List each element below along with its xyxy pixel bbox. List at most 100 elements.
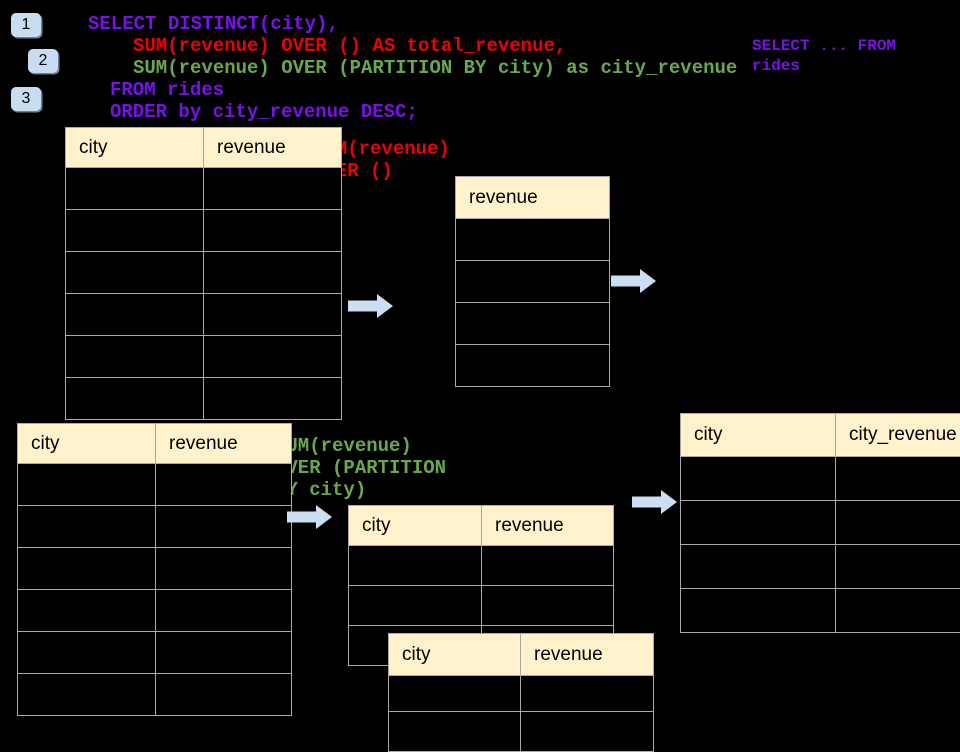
table-row bbox=[456, 345, 610, 387]
empty-cell bbox=[836, 589, 960, 633]
empty-cell bbox=[836, 501, 960, 545]
empty-cell bbox=[18, 506, 156, 548]
column-header-city: city bbox=[681, 414, 836, 457]
step-badge-3: 3 bbox=[11, 87, 41, 111]
empty-cell bbox=[204, 210, 342, 252]
table-partition-overlay: city revenue bbox=[388, 633, 654, 752]
sql-line-select: SELECT DISTINCT(city), bbox=[88, 13, 339, 35]
empty-cell bbox=[681, 501, 836, 545]
table-rides-top: city revenue bbox=[65, 127, 342, 420]
empty-cell bbox=[521, 712, 654, 752]
table-row bbox=[66, 168, 342, 210]
table-city-revenue-result: city city_revenue bbox=[680, 413, 960, 633]
empty-cell bbox=[204, 252, 342, 294]
table-row bbox=[18, 464, 292, 506]
column-header-city: city bbox=[18, 424, 156, 464]
empty-cell bbox=[681, 589, 836, 633]
empty-cell bbox=[18, 674, 156, 716]
sql-line-from: FROM rides bbox=[110, 79, 224, 101]
table-total-revenue: revenue bbox=[455, 176, 610, 387]
table-row bbox=[66, 336, 342, 378]
empty-cell bbox=[389, 712, 521, 752]
empty-cell bbox=[66, 336, 204, 378]
column-header-revenue: revenue bbox=[482, 506, 614, 546]
empty-cell bbox=[18, 590, 156, 632]
empty-cell bbox=[482, 546, 614, 586]
empty-cell bbox=[156, 632, 292, 674]
empty-cell bbox=[681, 545, 836, 589]
step-badge-1: 1 bbox=[11, 13, 41, 37]
arrow-right-icon-3 bbox=[287, 505, 332, 529]
empty-cell bbox=[18, 632, 156, 674]
table-row bbox=[389, 676, 654, 712]
column-header-revenue: revenue bbox=[521, 634, 654, 676]
table-row bbox=[389, 712, 654, 752]
sql-line-sum-over: SUM(revenue) OVER () AS total_revenue, bbox=[133, 35, 566, 57]
column-header-city: city bbox=[349, 506, 482, 546]
empty-cell bbox=[456, 261, 610, 303]
step-badge-2: 2 bbox=[28, 49, 58, 73]
empty-cell bbox=[521, 676, 654, 712]
empty-cell bbox=[156, 590, 292, 632]
column-header-city: city bbox=[389, 634, 521, 676]
table-row bbox=[66, 252, 342, 294]
empty-cell bbox=[456, 219, 610, 261]
table-row bbox=[349, 586, 614, 626]
table-row bbox=[681, 589, 960, 633]
empty-cell bbox=[456, 303, 610, 345]
empty-cell bbox=[156, 506, 292, 548]
arrow-right-icon-4 bbox=[632, 490, 677, 514]
sql-line-order-by: ORDER by city_revenue DESC; bbox=[110, 101, 418, 123]
empty-cell bbox=[836, 457, 960, 501]
empty-cell bbox=[349, 546, 482, 586]
empty-cell bbox=[204, 378, 342, 420]
table-row bbox=[456, 219, 610, 261]
table-row bbox=[349, 546, 614, 586]
empty-cell bbox=[204, 294, 342, 336]
empty-cell bbox=[836, 545, 960, 589]
empty-cell bbox=[66, 210, 204, 252]
table-row bbox=[681, 545, 960, 589]
empty-cell bbox=[389, 676, 521, 712]
empty-cell bbox=[456, 345, 610, 387]
empty-cell bbox=[204, 168, 342, 210]
table-rides-bottom: city revenue bbox=[17, 423, 292, 716]
empty-cell bbox=[681, 457, 836, 501]
table-row bbox=[456, 261, 610, 303]
table-row bbox=[66, 378, 342, 420]
empty-cell bbox=[66, 168, 204, 210]
sql-line-partition: SUM(revenue) OVER (PARTITION BY city) as… bbox=[133, 57, 737, 79]
side-note-line-1: SELECT ... FROM bbox=[752, 36, 896, 56]
table-row bbox=[681, 457, 960, 501]
column-header-revenue: revenue bbox=[156, 424, 292, 464]
table-row bbox=[18, 632, 292, 674]
column-header-revenue: revenue bbox=[456, 177, 610, 219]
side-note-line-2: rides bbox=[752, 56, 800, 76]
empty-cell bbox=[156, 674, 292, 716]
table-row bbox=[18, 548, 292, 590]
empty-cell bbox=[66, 252, 204, 294]
empty-cell bbox=[482, 586, 614, 626]
empty-cell bbox=[18, 464, 156, 506]
column-header-city: city bbox=[66, 128, 204, 168]
column-header-revenue: revenue bbox=[204, 128, 342, 168]
annotation-partition-line-1: SUM(revenue) bbox=[275, 435, 412, 457]
column-header-city-revenue: city_revenue bbox=[836, 414, 960, 457]
empty-cell bbox=[156, 464, 292, 506]
empty-cell bbox=[349, 586, 482, 626]
table-row bbox=[681, 501, 960, 545]
annotation-partition-line-2: OVER (PARTITION bbox=[275, 457, 446, 479]
empty-cell bbox=[66, 378, 204, 420]
arrow-right-icon-2 bbox=[611, 269, 656, 293]
table-row bbox=[18, 674, 292, 716]
empty-cell bbox=[204, 336, 342, 378]
table-row bbox=[18, 590, 292, 632]
table-row bbox=[66, 210, 342, 252]
empty-cell bbox=[66, 294, 204, 336]
arrow-right-icon-1 bbox=[348, 294, 393, 318]
empty-cell bbox=[18, 548, 156, 590]
empty-cell bbox=[156, 548, 292, 590]
table-row bbox=[18, 506, 292, 548]
table-row bbox=[66, 294, 342, 336]
table-row bbox=[456, 303, 610, 345]
